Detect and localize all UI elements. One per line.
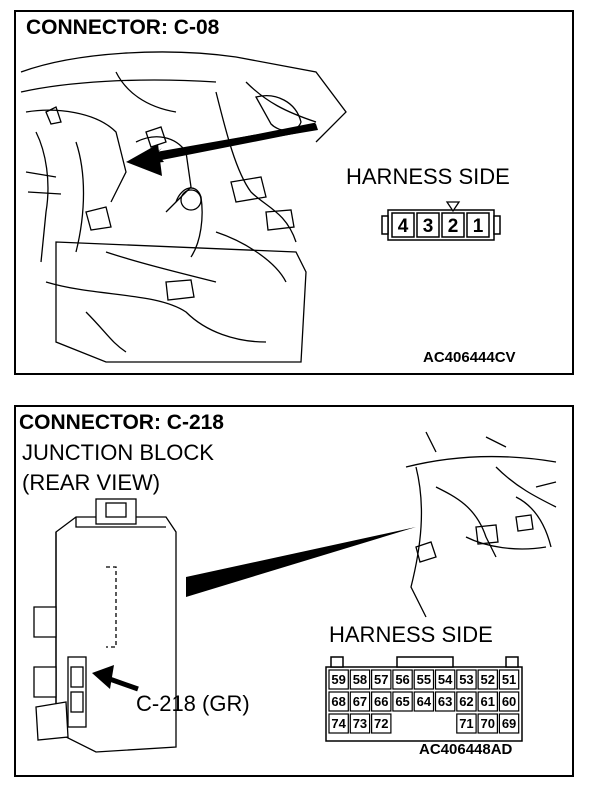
figure-code: AC406444CV — [423, 349, 516, 366]
figure-code-2: AC406448AD — [419, 741, 513, 758]
connector-c218-title: CONNECTOR: C-218 — [19, 411, 224, 434]
harness-side-label: HARNESS SIDE — [346, 164, 510, 189]
connector-c08-title: CONNECTOR: C-08 — [26, 16, 220, 39]
rear-view-label: (REAR VIEW) — [22, 470, 161, 495]
connector-c08-panel: CONNECTOR: C-08 — [14, 10, 574, 375]
connector-c218-panel: CONNECTOR: C-218 JUNCTION BLOCK (REAR VI… — [14, 405, 574, 777]
harness-side-label-2: HARNESS SIDE — [329, 622, 493, 647]
c218-callout-label: C-218 (GR) — [136, 691, 250, 716]
junction-block-label: JUNCTION BLOCK — [22, 440, 214, 465]
dashboard-wiring-illustration — [20, 51, 347, 363]
junction-block-illustration — [33, 431, 557, 753]
